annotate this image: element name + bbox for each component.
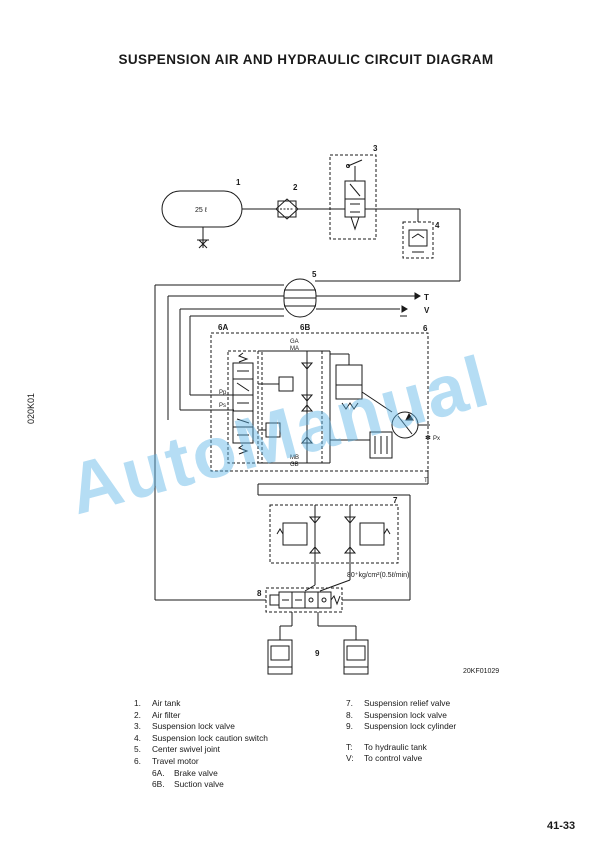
legend-subitem: 6A.Brake valve (152, 767, 218, 778)
label-6b: 6B (300, 323, 310, 332)
label-1: 1 (236, 178, 241, 187)
air-tank: 25 ℓ (161, 190, 243, 249)
travel-motor-box (210, 332, 429, 472)
legend-item: 9.Suspension lock cylinder (346, 721, 457, 732)
legend-item: 7.Suspension relief valve (346, 698, 451, 708)
suction-valve (261, 350, 323, 464)
legend-item: 8.Suspension lock valve (346, 709, 447, 720)
gb-label: GB (290, 462, 299, 468)
pp-label: Pp (219, 390, 227, 396)
ma-label: MA (290, 346, 299, 352)
legend-item: 2.Air filter (134, 709, 181, 720)
label-2: 2 (293, 183, 298, 192)
label-6: 6 (423, 324, 428, 333)
caution-switch (402, 221, 434, 259)
label-9: 9 (315, 649, 320, 658)
tank-capacity: 25 ℓ (195, 207, 208, 214)
page-title: SUSPENSION AIR AND HYDRAULIC CIRCUIT DIA… (118, 52, 494, 67)
legend-item: 1.Air tank (134, 698, 181, 708)
legend-item: 6.Travel motor (134, 755, 199, 766)
legend-item: 4.Suspension lock caution switch (134, 732, 268, 743)
suspension-lock-valve (329, 154, 377, 240)
suspension-lock-cylinder-left (267, 639, 293, 675)
label-6a: 6A (218, 323, 228, 332)
legend-right: 7.Suspension relief valve 8.Suspension l… (346, 698, 456, 765)
circuit-diagram: 25 ℓ 1 2 3 4 (154, 144, 461, 675)
label-4: 4 (435, 221, 440, 230)
label-5: 5 (312, 270, 317, 279)
brake-valve (227, 350, 259, 464)
legend-item: 5.Center swivel joint (134, 744, 220, 755)
suspension-lock-cylinder-right (343, 639, 369, 675)
ps-label: Ps (219, 403, 226, 409)
label-3: 3 (373, 144, 378, 153)
port-v-label: V (424, 306, 430, 315)
air-filter (275, 198, 299, 220)
label-8: 8 (257, 589, 262, 598)
relief-setting: 80⁺kg/cm²(0.5ℓ/min) (347, 572, 409, 579)
px-label: Px (433, 436, 440, 442)
suspension-relief-valve (269, 504, 399, 564)
travel-motor (329, 351, 430, 463)
legend-subitem: 6B.Suction valve (152, 779, 224, 790)
legend-port: V:To control valve (346, 753, 423, 764)
legend-left: 1.Air tank 2.Air filter 3.Suspension loc… (134, 698, 268, 791)
drain-t-label: T (424, 478, 428, 484)
px-symbol: ✽ (425, 434, 431, 442)
label-7: 7 (393, 496, 398, 505)
page-number: 41-33 (547, 820, 576, 832)
center-swivel-joint (283, 278, 317, 318)
mb-label: MB (290, 455, 299, 461)
legend-item: 3.Suspension lock valve (134, 721, 235, 732)
legend-port: T:To hydraulic tank (346, 741, 427, 752)
suspension-lock-valve-8 (265, 587, 343, 613)
port-t-label: T (424, 293, 429, 302)
figure-code: 20KF01029 (463, 668, 500, 675)
ga-label: GA (290, 339, 299, 345)
